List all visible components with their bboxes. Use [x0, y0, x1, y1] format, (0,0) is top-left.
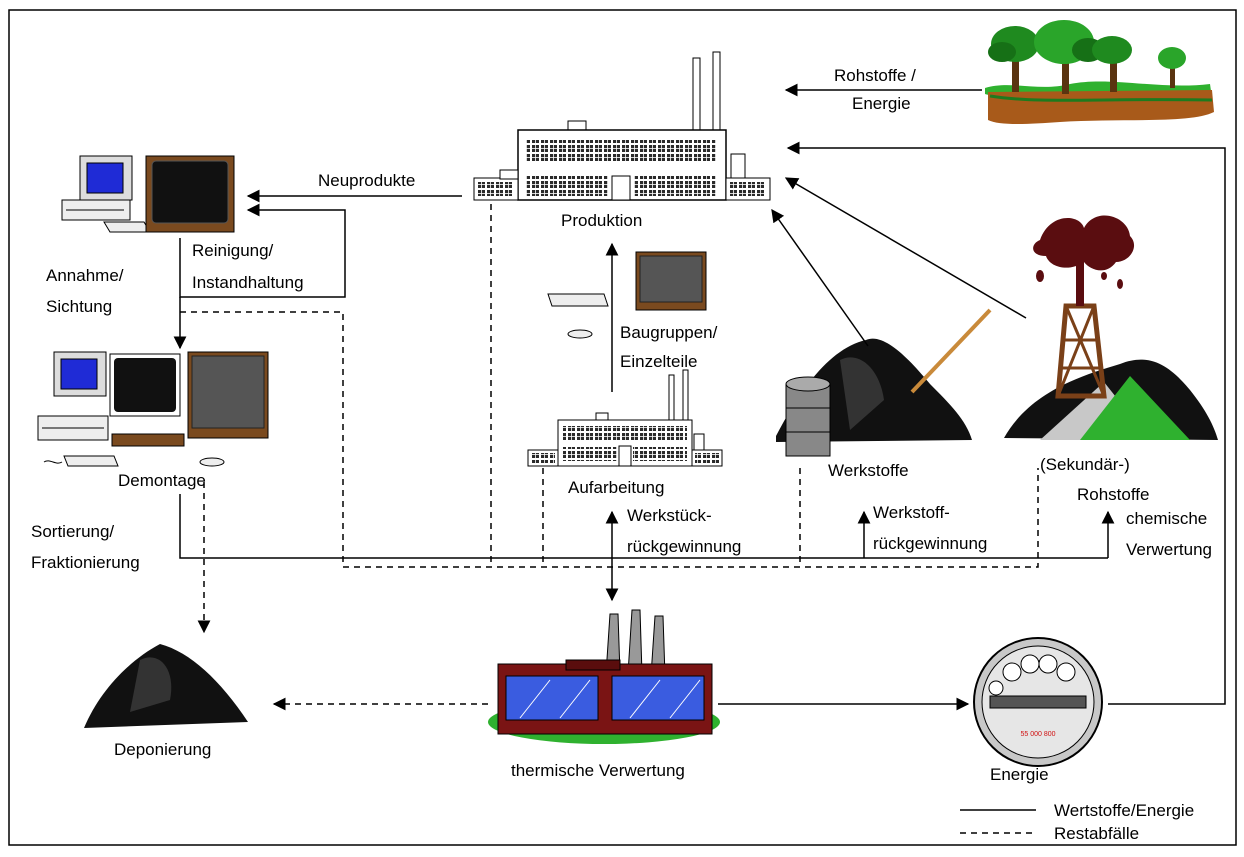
flow-rohstoffe-to-produktion-2 — [784, 177, 1027, 319]
meter-reading: 55 000 800 — [1020, 731, 1055, 738]
label-rohstoffe-energie-1: Rohstoffe / — [834, 66, 916, 85]
flow-reinigung-loop — [179, 203, 346, 298]
label-sekundaer-2: Rohstoffe — [1077, 485, 1149, 504]
solid-flow-lines — [173, 83, 1226, 711]
dashed-flow-lines — [180, 204, 1039, 711]
label-demontage: Demontage — [118, 471, 206, 490]
computer-annahme-icon — [61, 155, 235, 233]
label-sortierung-2: Fraktionierung — [31, 553, 140, 572]
label-deponierung: Deponierung — [114, 740, 211, 759]
thermal-plant-icon — [488, 609, 720, 744]
label-annahme-1: Annahme/ — [46, 266, 124, 285]
flow-werkstoffe-to-produktion — [771, 208, 869, 347]
energy-meter-icon: 55 000 800 — [973, 637, 1103, 767]
oil-derrick-pile-icon — [1004, 215, 1218, 440]
label-annahme-2: Sichtung — [46, 297, 112, 316]
dash-annahme-loop — [180, 311, 1039, 568]
diagram-frame — [8, 9, 1237, 846]
nature-landscape-icon — [985, 20, 1214, 124]
legend-solid-label: Wertstoffe/Energie — [1054, 801, 1194, 820]
label-baugruppen-1: Baugruppen/ — [620, 323, 718, 342]
label-werkstoff-1: Werkstoff- — [873, 503, 950, 522]
label-reinigung-2: Instandhaltung — [192, 273, 304, 292]
label-produktion: Produktion — [561, 211, 642, 230]
label-werkstueck-2: rückgewinnung — [627, 537, 741, 556]
label-werkstoffe: Werkstoffe — [828, 461, 909, 480]
legend-dashed-label: Restabfälle — [1054, 824, 1139, 843]
label-baugruppen-2: Einzelteile — [620, 352, 698, 371]
label-chemische-2: Verwertung — [1126, 540, 1212, 559]
label-rohstoffe-energie-2: Energie — [852, 94, 911, 113]
flow-energie-to-produktion — [786, 141, 1226, 705]
label-sekundaer-1: (Sekundär-) — [1040, 455, 1130, 474]
components-icon — [547, 251, 707, 339]
demontage-parts-icon — [37, 351, 269, 467]
aufarbeitung-factory-icon — [527, 369, 723, 467]
legend: Wertstoffe/Energie Restabfälle — [960, 801, 1194, 843]
label-energie: Energie — [990, 765, 1049, 784]
label-sortierung-1: Sortierung/ — [31, 522, 114, 541]
label-neuprodukte: Neuprodukte — [318, 171, 415, 190]
label-aufarbeitung: Aufarbeitung — [568, 478, 664, 497]
deponierung-pile-icon — [84, 644, 248, 728]
label-reinigung-1: Reinigung/ — [192, 241, 274, 260]
label-chemische-1: chemische — [1126, 509, 1207, 528]
label-werkstueck-1: Werkstück- — [627, 506, 712, 525]
label-werkstoff-2: rückgewinnung — [873, 534, 987, 553]
werkstoffe-pile-icon — [776, 308, 992, 457]
flow-sortierung-trunk — [179, 494, 1108, 559]
label-thermische: thermische Verwertung — [511, 761, 685, 780]
production-factory-icon — [473, 51, 771, 201]
